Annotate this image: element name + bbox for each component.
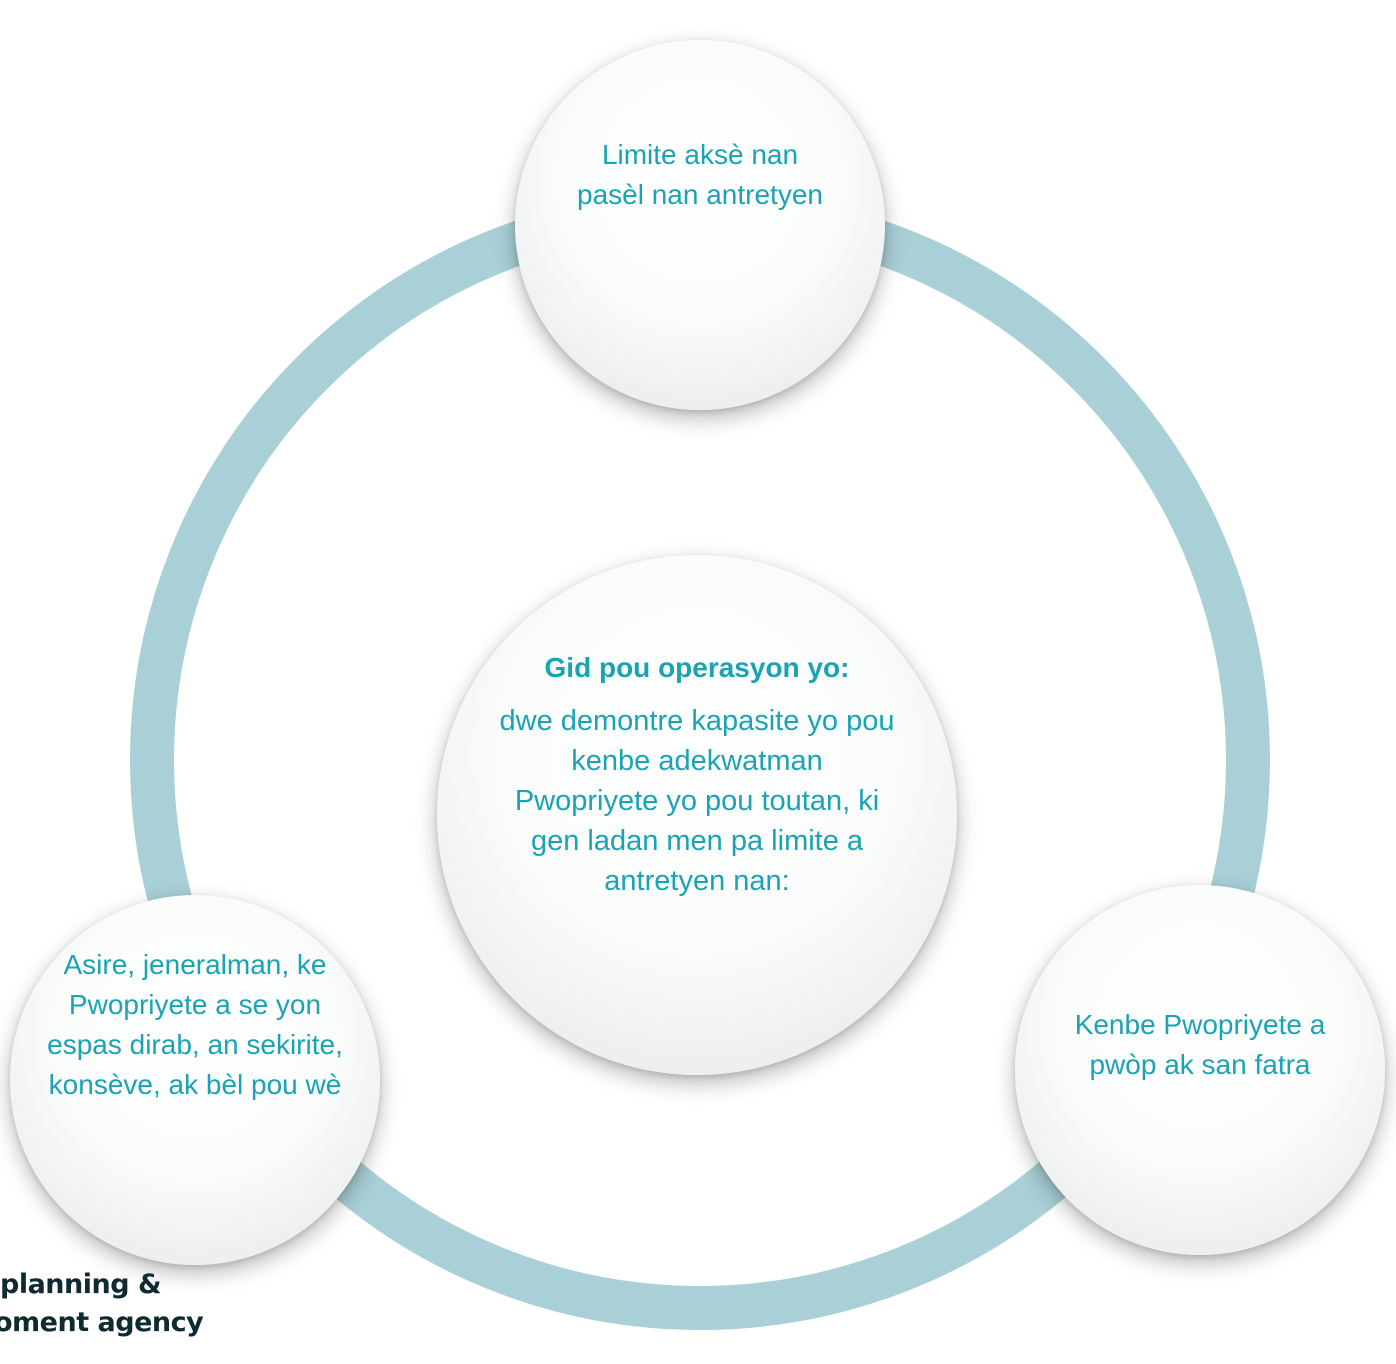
logo-line-1: planning & [0,1269,162,1300]
logo-line-2: oment agency [0,1307,204,1338]
node-center-heading: Gid pou operasyon yo: [544,652,850,683]
node-right-keep-clean: Kenbe Pwopriyete a pwòp ak san fatra [1015,885,1385,1255]
node-top-text: Limite aksè nan pasèl nan antretyen [577,139,823,210]
node-left-safe-space: Asire, jeneralman, ke Pwopriyete a se yo… [10,895,380,1265]
node-center-operations-guide: Gid pou operasyon yo: dwe demontre kapas… [437,555,957,1075]
node-right-text: Kenbe Pwopriyete a pwòp ak san fatra [1074,1009,1326,1080]
node-top-access-limit: Limite aksè nan pasèl nan antretyen [515,40,885,410]
node-center-text: dwe demontre kapasite yo pou kenbe adekw… [499,705,895,897]
node-left-text: Asire, jeneralman, ke Pwopriyete a se yo… [47,949,343,1100]
agency-logo-text: planning & oment agency [0,1266,260,1342]
